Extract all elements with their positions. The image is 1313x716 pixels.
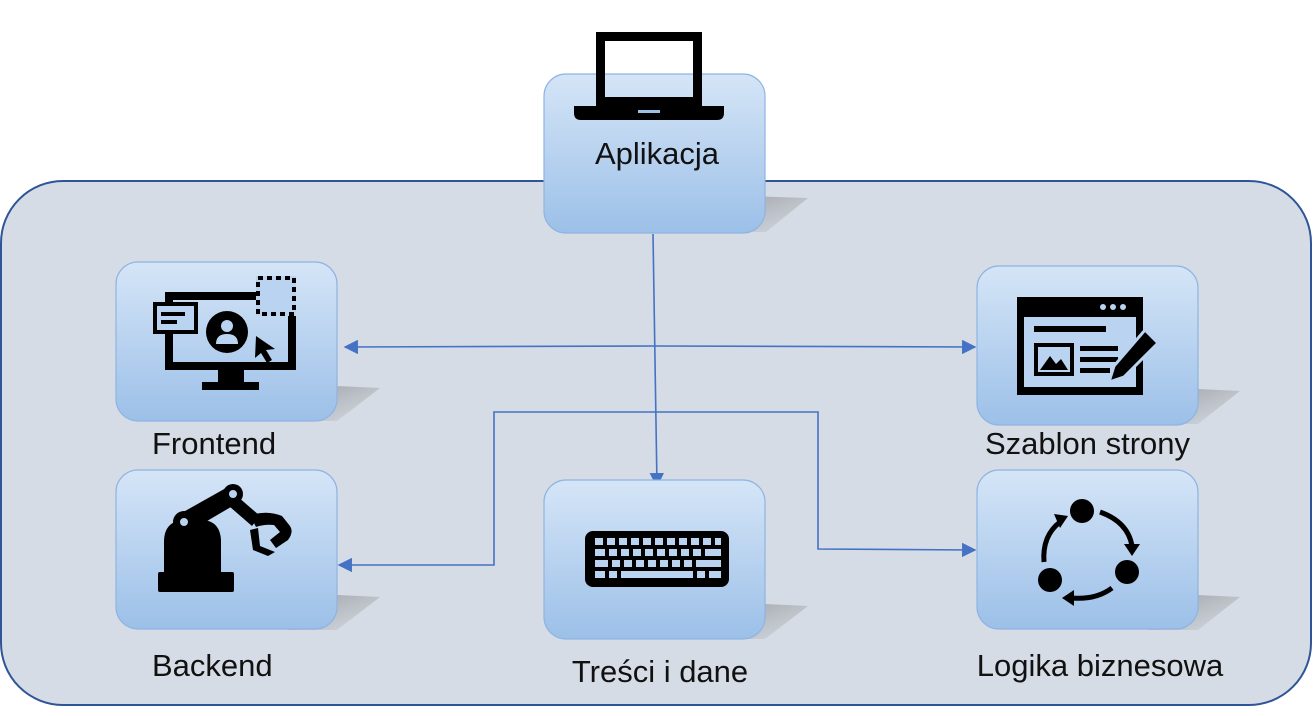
node-logic xyxy=(976,469,1240,630)
node-label-frontend: Frontend xyxy=(152,426,277,461)
node-label-backend: Backend xyxy=(152,648,273,683)
node-label-content: Treści i dane xyxy=(571,654,749,689)
edge-app-to-template xyxy=(655,339,977,355)
node-label-app: Aplikacja xyxy=(594,136,720,171)
node-label-template: Szablon strony xyxy=(984,426,1191,461)
edge-content-to-logic xyxy=(655,411,977,558)
cycle-icon xyxy=(1038,499,1140,606)
laptop-icon xyxy=(574,32,724,120)
web-template-icon xyxy=(1017,297,1161,395)
keyboard-icon xyxy=(585,531,729,587)
edge-content-to-backend xyxy=(337,411,655,573)
monitor-user-icon xyxy=(153,276,296,390)
node-label-logic: Logika biznesowa xyxy=(976,648,1224,683)
robot-arm-icon xyxy=(158,484,292,592)
connectors xyxy=(337,233,977,573)
edge-app-to-frontend xyxy=(343,339,657,355)
edge-app-to-content xyxy=(649,233,664,488)
